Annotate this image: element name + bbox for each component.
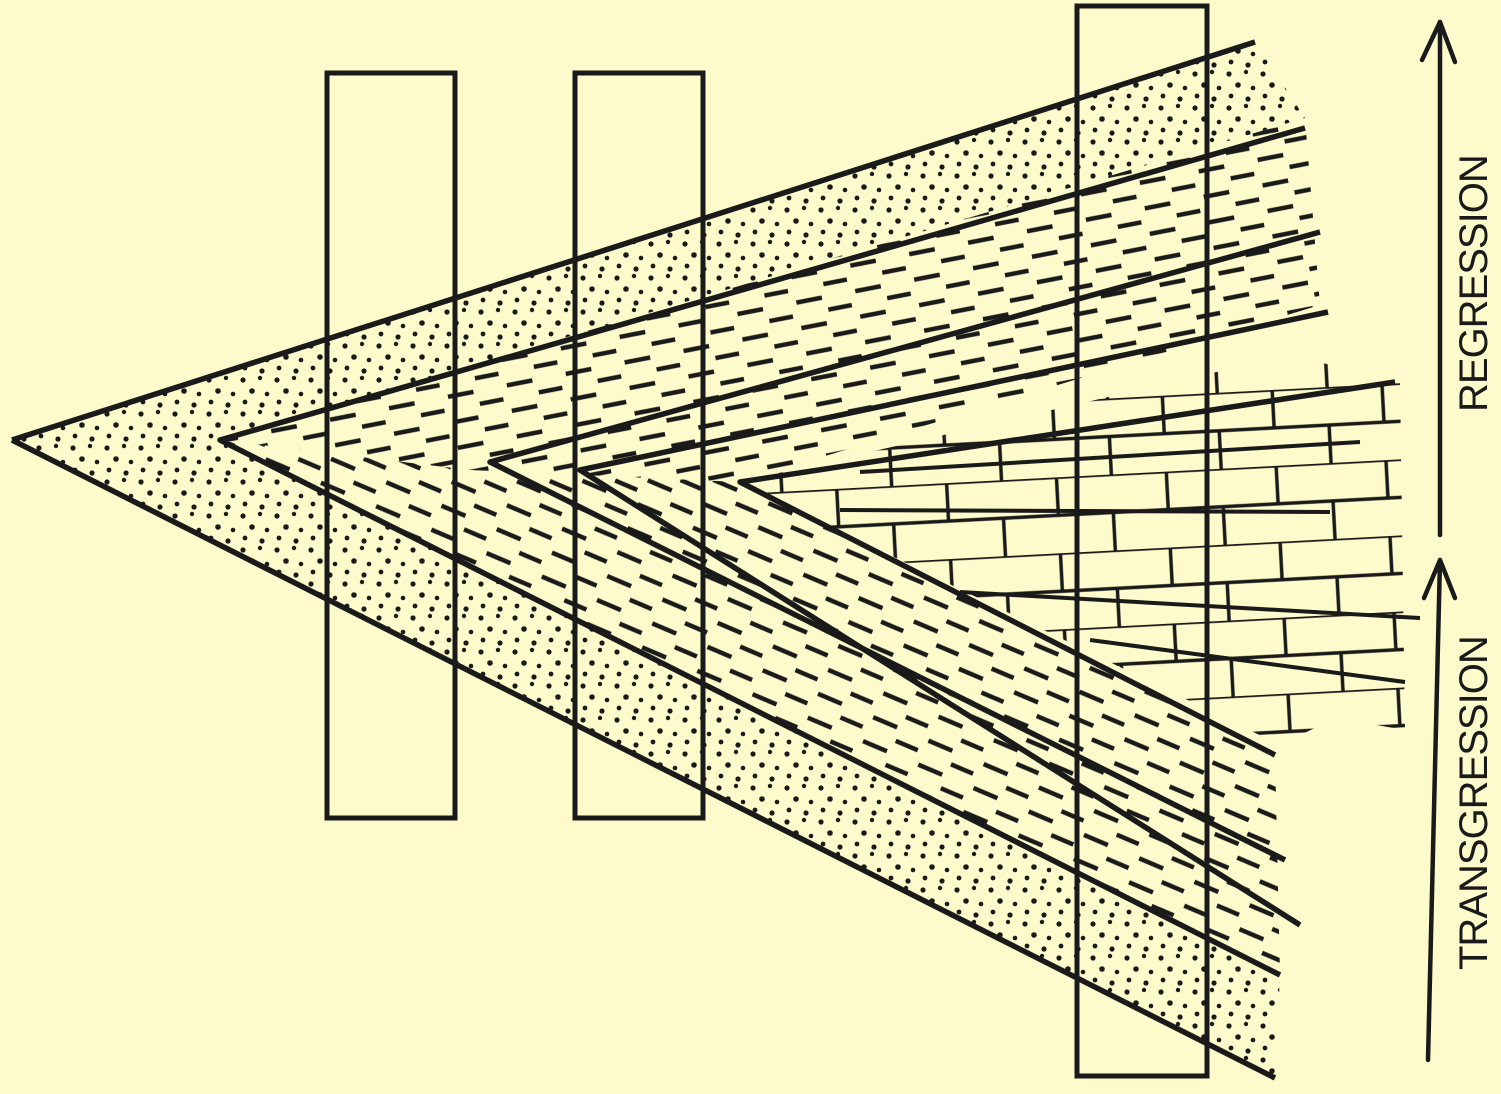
transgression-label: TRANSGRESSION bbox=[1452, 636, 1496, 970]
regression-label: REGRESSION bbox=[1452, 155, 1496, 412]
arrows bbox=[1422, 22, 1455, 1060]
transgression-arrow bbox=[1424, 560, 1455, 1060]
regression-arrow bbox=[1422, 22, 1455, 535]
